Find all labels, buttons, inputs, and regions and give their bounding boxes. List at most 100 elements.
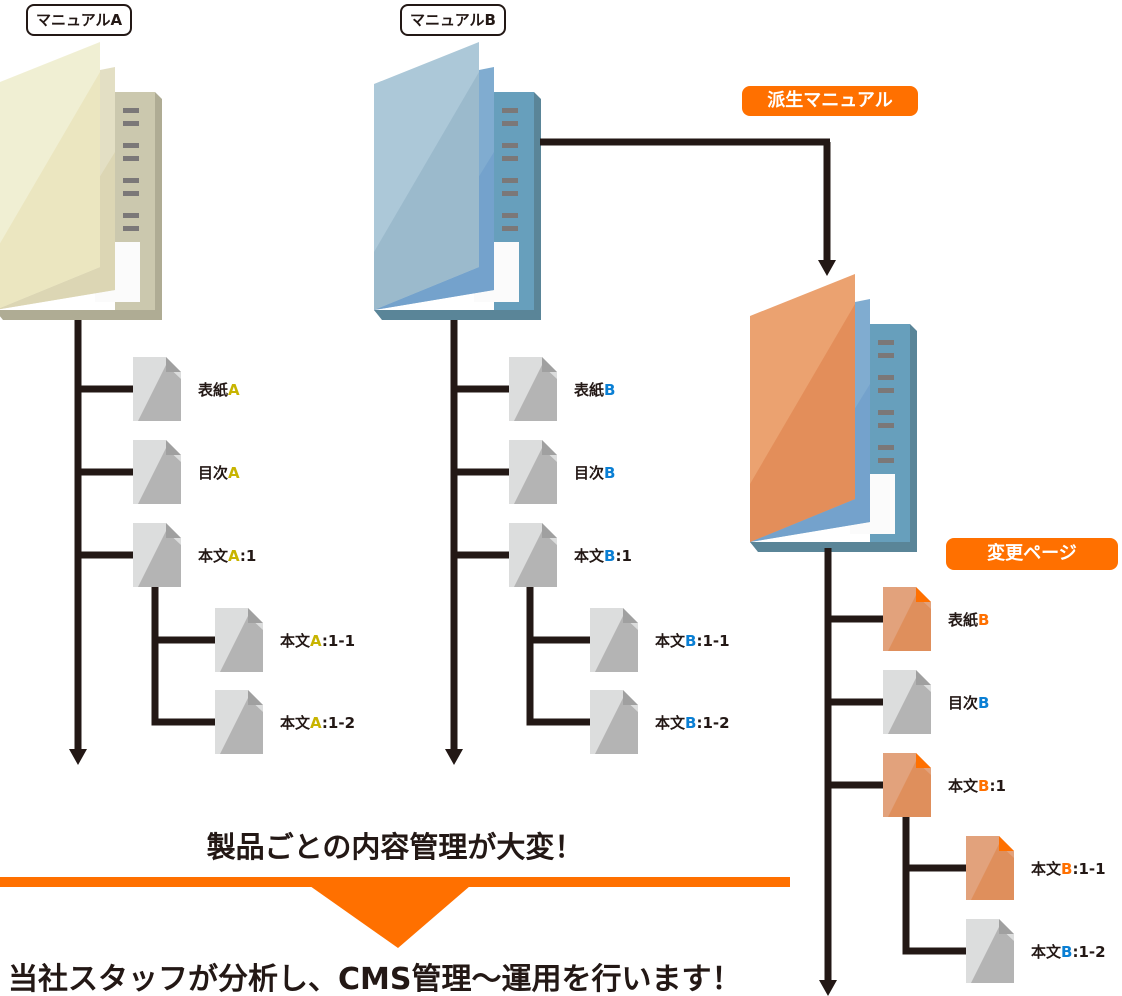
book-index-tab: [123, 156, 139, 161]
derived-page-2: [883, 753, 931, 817]
book-index-tab: [123, 178, 139, 183]
manual-b-page-2: [509, 523, 557, 587]
page-folded-corner-icon: [166, 440, 181, 455]
changed-pages-badge: 変更ページ: [946, 538, 1118, 570]
manual-b-subpage-3: [590, 608, 638, 672]
label-prefix: 本文: [280, 714, 311, 732]
manual-b-page-0: [509, 357, 557, 421]
label-suffix: :1-1: [321, 632, 356, 650]
page-folded-corner-icon: [916, 753, 931, 768]
page-shade: [971, 844, 1014, 900]
label-suffix: :1: [615, 547, 632, 565]
book-index-tab: [502, 143, 518, 148]
book-index-tab: [123, 226, 139, 231]
book-front-cover-shade: [750, 304, 855, 542]
book-index-tab: [878, 445, 894, 450]
label-prefix: 表紙: [948, 611, 979, 629]
manual-a-book-icon: [0, 42, 162, 320]
label-letter: A: [228, 381, 240, 399]
page-shade: [888, 761, 931, 817]
manual-a-page-0: [133, 357, 181, 421]
derived-page-1: [883, 670, 931, 734]
book-bottom-edge: [0, 310, 162, 320]
derived-connector-arrow-icon: [818, 260, 836, 276]
book-front-cover-shade: [374, 72, 479, 310]
page-shade: [888, 595, 931, 651]
page-shade: [514, 448, 557, 504]
page-shade: [514, 365, 557, 421]
page-shade: [138, 365, 181, 421]
book-index-tab: [502, 226, 518, 231]
page-folded-corner-icon: [999, 919, 1014, 934]
derived-manual-badge: 派生マニュアル: [742, 86, 918, 116]
manual-a-trunk-arrow-icon: [69, 749, 87, 765]
book-index-tab: [502, 108, 518, 113]
page-folded-corner-icon: [999, 836, 1014, 851]
label-letter: A: [228, 547, 240, 565]
derived-item-label-0: 表紙B: [948, 609, 989, 630]
book-index-tab: [878, 375, 894, 380]
page-shade: [888, 678, 931, 734]
derived-item-label-4: 本文B:1-2: [1031, 941, 1106, 962]
book-index-tab: [502, 191, 518, 196]
label-prefix: 本文: [1031, 943, 1062, 961]
label-letter: B: [685, 632, 697, 650]
page-folded-corner-icon: [248, 608, 263, 623]
label-suffix: :1-1: [696, 632, 730, 650]
page-shade: [595, 698, 638, 754]
page-folded-corner-icon: [623, 690, 638, 705]
manual-a-item-label-1: 目次A: [198, 462, 240, 483]
derived-item-label-3: 本文B:1-1: [1031, 858, 1106, 879]
page-shade: [971, 927, 1014, 983]
label-prefix: 本文: [655, 714, 686, 732]
manual-a-item-label-2: 本文A:1: [198, 545, 256, 566]
label-suffix: :1-2: [696, 714, 730, 732]
book-index-tab: [502, 178, 518, 183]
page-folded-corner-icon: [623, 608, 638, 623]
manual-b-item-label-4: 本文B:1-2: [655, 712, 730, 733]
label-letter: B: [604, 381, 616, 399]
book-index-tab: [502, 121, 518, 126]
divider-arrow-icon: [310, 886, 470, 948]
derived-trunk-arrow-icon: [819, 980, 837, 996]
label-suffix: :1-1: [1072, 860, 1106, 878]
label-letter: B: [978, 694, 990, 712]
manual-a-subpage-4: [215, 690, 263, 754]
label-letter: A: [310, 632, 322, 650]
page-folded-corner-icon: [916, 587, 931, 602]
page-folded-corner-icon: [542, 523, 557, 538]
book-index-tab: [123, 108, 139, 113]
label-suffix: :1-2: [321, 714, 356, 732]
page-shade: [138, 448, 181, 504]
book-index-tab: [878, 353, 894, 358]
derived-item-label-1: 目次B: [948, 692, 989, 713]
manual-a-subpage-3: [215, 608, 263, 672]
derived-subpage-4: [966, 919, 1014, 983]
manual-a-item-label-4: 本文A:1-2: [280, 712, 355, 733]
derived-manual-book-icon: [750, 274, 917, 552]
manual-b-item-label-3: 本文B:1-1: [655, 630, 730, 651]
label-letter: B: [978, 777, 990, 795]
label-letter: B: [604, 547, 616, 565]
derived-subpage-3: [966, 836, 1014, 900]
manual-a-item-label-0: 表紙A: [198, 379, 240, 400]
manual-b-page-1: [509, 440, 557, 504]
derived-page-0: [883, 587, 931, 651]
book-index-tab: [123, 213, 139, 218]
page-shade: [138, 531, 181, 587]
label-prefix: 本文: [574, 547, 605, 565]
book-index-tab: [502, 156, 518, 161]
manual-b-title: マニュアルB: [400, 4, 506, 36]
manual-b-book-icon: [374, 42, 541, 320]
book-index-tab: [878, 423, 894, 428]
page-shade: [220, 616, 263, 672]
label-letter: A: [310, 714, 322, 732]
book-front-cover-shade: [0, 72, 100, 308]
label-suffix: :1: [989, 777, 1006, 795]
manual-b-trunk-arrow-icon: [445, 749, 463, 765]
label-prefix: 本文: [655, 632, 686, 650]
label-prefix: 目次: [948, 694, 979, 712]
book-index-tab: [878, 340, 894, 345]
label-letter: B: [604, 464, 616, 482]
